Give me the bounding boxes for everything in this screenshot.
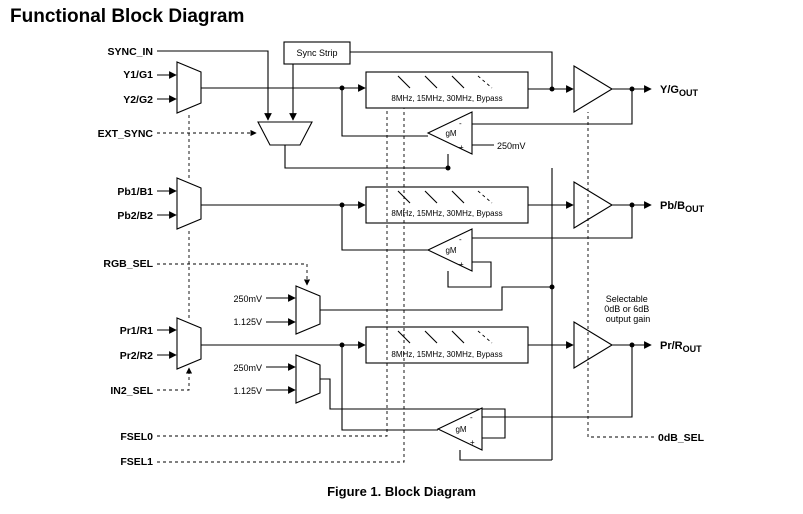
fsel0-label: FSEL0 <box>120 431 153 443</box>
pb2b2-label: Pb2/B2 <box>117 210 153 222</box>
fsel1-label: FSEL1 <box>120 456 153 468</box>
pr-gm-amp <box>436 407 483 451</box>
pr-filter-block <box>365 326 529 364</box>
y-clamp-ref: 250mV <box>497 141 526 151</box>
ref-mux2-250mV: 250mV <box>233 363 262 373</box>
sync-strip-block <box>283 41 351 65</box>
figure-caption: Figure 1. Block Diagram <box>327 484 476 499</box>
ext-sync-label: EXT_SYNC <box>98 128 154 140</box>
pb-output-amp <box>573 181 614 229</box>
ref-mux2-1125V: 1.125V <box>233 386 262 396</box>
pr-input-mux <box>176 317 202 370</box>
pb-input-mux <box>176 177 202 230</box>
pr1r1-label: Pr1/R1 <box>120 325 153 337</box>
pr-filter-label: 8MHz, 15MHz, 30MHz, Bypass <box>391 350 502 359</box>
pr-output-label: Pr/ROUT <box>660 340 702 354</box>
svg-text:-: - <box>459 235 462 244</box>
ref-mux-1 <box>295 285 321 335</box>
svg-text:-: - <box>470 413 473 422</box>
ref-mux1-250mV: 250mV <box>233 294 262 304</box>
svg-text:+: + <box>470 438 475 447</box>
in2-sel-label: IN2_SEL <box>110 385 153 397</box>
rgb-sel-label: RGB_SEL <box>103 258 153 270</box>
y-output-amp <box>573 65 614 113</box>
pr2r2-label: Pr2/R2 <box>120 350 153 362</box>
pb-gm-label: gM <box>445 246 456 255</box>
pb-filter-block <box>365 186 529 224</box>
pb1b1-label: Pb1/B1 <box>117 186 153 198</box>
y-output-label: Y/GOUT <box>660 84 698 98</box>
pr-output-amp <box>573 321 614 369</box>
y-filter-label: 8MHz, 15MHz, 30MHz, Bypass <box>391 94 502 103</box>
svg-text:+: + <box>459 143 464 152</box>
svg-text:-: - <box>459 119 462 128</box>
y-filter-block <box>365 71 529 109</box>
pr-gm-label: gM <box>455 425 466 434</box>
ref-mux-2 <box>295 354 321 404</box>
pb-output-label: Pb/BOUT <box>660 200 705 214</box>
page-title: Functional Block Diagram <box>10 6 245 27</box>
svg-text:+: + <box>459 260 464 269</box>
y-gm-amp <box>426 111 473 155</box>
pb-gm-amp <box>426 228 473 272</box>
y2g2-label: Y2/G2 <box>123 94 153 106</box>
sync-in-label: SYNC_IN <box>107 46 153 58</box>
y-gm-label: gM <box>445 129 456 138</box>
sync-strip-label: Sync Strip <box>296 48 337 58</box>
sync-mux <box>257 121 313 146</box>
pb-filter-label: 8MHz, 15MHz, 30MHz, Bypass <box>391 209 502 218</box>
gain-note: Selectable 0dB or 6dB output gain <box>604 294 652 324</box>
ref-mux1-1125V: 1.125V <box>233 317 262 327</box>
y-input-mux <box>176 61 202 114</box>
0db-sel-label: 0dB_SEL <box>658 432 705 444</box>
y1g1-label: Y1/G1 <box>123 69 153 81</box>
